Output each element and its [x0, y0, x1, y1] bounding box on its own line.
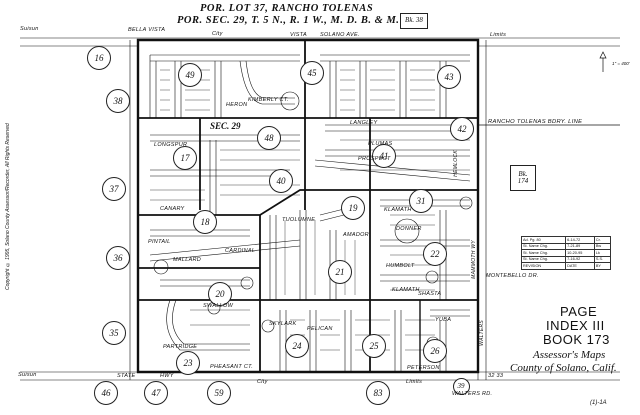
book-ref-top-label: Bk. 38	[405, 16, 423, 25]
street-label: LANGLEY	[350, 120, 378, 126]
book-label: BOOK 173	[543, 332, 610, 347]
scale-label: 1" = 400'	[612, 61, 630, 66]
page-number-circle: 46	[94, 381, 118, 405]
page-number-circle: 22	[423, 242, 447, 266]
street-label: WALTERS	[479, 320, 485, 346]
page-number-circle: 49	[178, 63, 202, 87]
street-label: LONGSPUR	[154, 142, 188, 148]
street-label: PHEASANT CT.	[210, 364, 254, 370]
page-number-circle: 36	[106, 246, 130, 270]
street-label: Limits	[406, 379, 423, 385]
book-ref-right: Bk. 174	[510, 165, 536, 191]
map-title-line2: POR. SEC. 29, T. 5 N., R. 1 W., M. D. B.…	[177, 15, 427, 26]
index-label: INDEX III	[546, 318, 605, 333]
page-number-circle: 39	[452, 377, 470, 395]
section-label: SEC. 29	[210, 121, 241, 131]
book-ref-right-label: Bk. 174	[517, 169, 529, 185]
street-label: HEMLOCK	[453, 150, 459, 177]
page-number-circle: 23	[176, 351, 200, 375]
street-label: PROSPECT	[358, 156, 391, 162]
street-label: PINTAIL	[148, 239, 171, 245]
page-number-circle: 42	[450, 117, 474, 141]
page-number-circle: 26	[423, 339, 447, 363]
revision-cell: REVISION	[520, 262, 567, 270]
page-number-circle: 59	[207, 381, 231, 405]
page-number-circle: 19	[341, 196, 365, 220]
street-label: MONTEBELLO DR.	[486, 273, 539, 279]
page-number-circle: 16	[87, 46, 111, 70]
page-number-circle: 47	[144, 381, 168, 405]
street-label: KLAMATH	[384, 207, 412, 213]
page-number-circle: 31	[409, 189, 433, 213]
street-label: PELICAN	[307, 326, 333, 332]
street-label: AMADOR	[343, 232, 369, 238]
page-number-circle: 41	[372, 144, 396, 168]
page-label: PAGE	[560, 304, 598, 319]
page-number-circle: 43	[437, 65, 461, 89]
page-number-circle: 35	[102, 321, 126, 345]
page-number-circle: 20	[208, 282, 232, 306]
street-label: MAMMOTH WY	[471, 240, 477, 279]
street-label: YUBA	[435, 317, 452, 323]
street-label: TUOLUMNE	[282, 217, 316, 223]
street-label: SWALLOW	[203, 303, 234, 309]
revision-cell: BY	[593, 262, 612, 270]
street-label: Limits	[490, 32, 507, 38]
street-label: SHASTA	[418, 291, 442, 297]
page-number-circle: 18	[193, 210, 217, 234]
street-label: CARDINAL	[225, 248, 256, 254]
page-number-circle: 40	[269, 169, 293, 193]
page-number-circle: 38	[106, 89, 130, 113]
street-label: DONNER	[396, 226, 422, 232]
street-label: KIMBERLY CT.	[248, 97, 289, 103]
street-label: Suisun	[20, 26, 39, 32]
street-label: HERON	[226, 102, 248, 108]
street-label: BELLA VISTA	[128, 27, 166, 33]
page-number-circle: 21	[328, 260, 352, 284]
page-number-circle: 83	[366, 381, 390, 405]
street-label: PLUMAS	[368, 141, 393, 147]
page-number-circle: 48	[257, 126, 281, 150]
page-number-circle: 37	[102, 177, 126, 201]
street-label: SOLANO AVE.	[320, 32, 360, 38]
street-label: PARTRIDGE	[163, 344, 198, 350]
book-ref-top: Bk. 38	[400, 13, 428, 29]
road-number-bottom: 32 33	[488, 373, 504, 379]
street-label: SKYLARK	[269, 321, 297, 327]
assessor-line1: Assessor's Maps	[533, 349, 606, 361]
revision-cell: DATE	[565, 262, 595, 270]
street-label: KLAMATH	[392, 287, 420, 293]
street-label: HUMBOLT	[386, 263, 415, 269]
page-number-circle: 25	[362, 334, 386, 358]
assessor-line2: County of Solano, Calif.	[510, 362, 617, 374]
street-label: City	[257, 379, 268, 385]
page-number-circle: 45	[300, 61, 324, 85]
street-label: HWY	[160, 373, 174, 379]
street-label: Suisun	[18, 372, 37, 378]
page-number-circle: 17	[173, 146, 197, 170]
street-label: CANARY	[160, 206, 185, 212]
corner-ref-bottom-right: (1)-1A	[590, 400, 607, 406]
copyright-notice: Copyright © 1995, Solano County Assessor…	[5, 123, 11, 290]
page-number-circle: 24	[285, 334, 309, 358]
street-label: PETERSON	[407, 365, 440, 371]
map-title-line1: POR. LOT 37, RANCHO TOLENAS	[200, 3, 374, 14]
street-label: City	[212, 31, 223, 37]
street-label: STATE	[117, 373, 136, 379]
street-label: WALTERS RD.	[452, 391, 493, 397]
street-label: MALLARD	[173, 257, 202, 263]
boundary-label: RANCHO TOLENAS BDRY. LINE	[488, 119, 583, 125]
street-label: VISTA	[290, 32, 307, 38]
